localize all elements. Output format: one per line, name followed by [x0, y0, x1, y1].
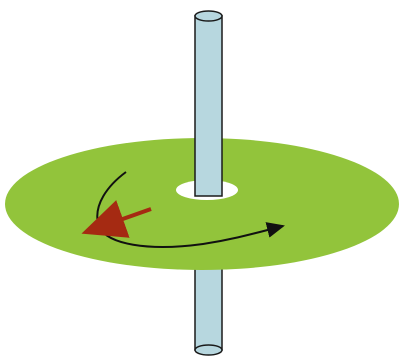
rod-upper: [195, 16, 222, 196]
rod-top-cap: [195, 11, 222, 21]
rod-lower: [195, 265, 222, 350]
rod-bottom-cap: [195, 345, 222, 355]
